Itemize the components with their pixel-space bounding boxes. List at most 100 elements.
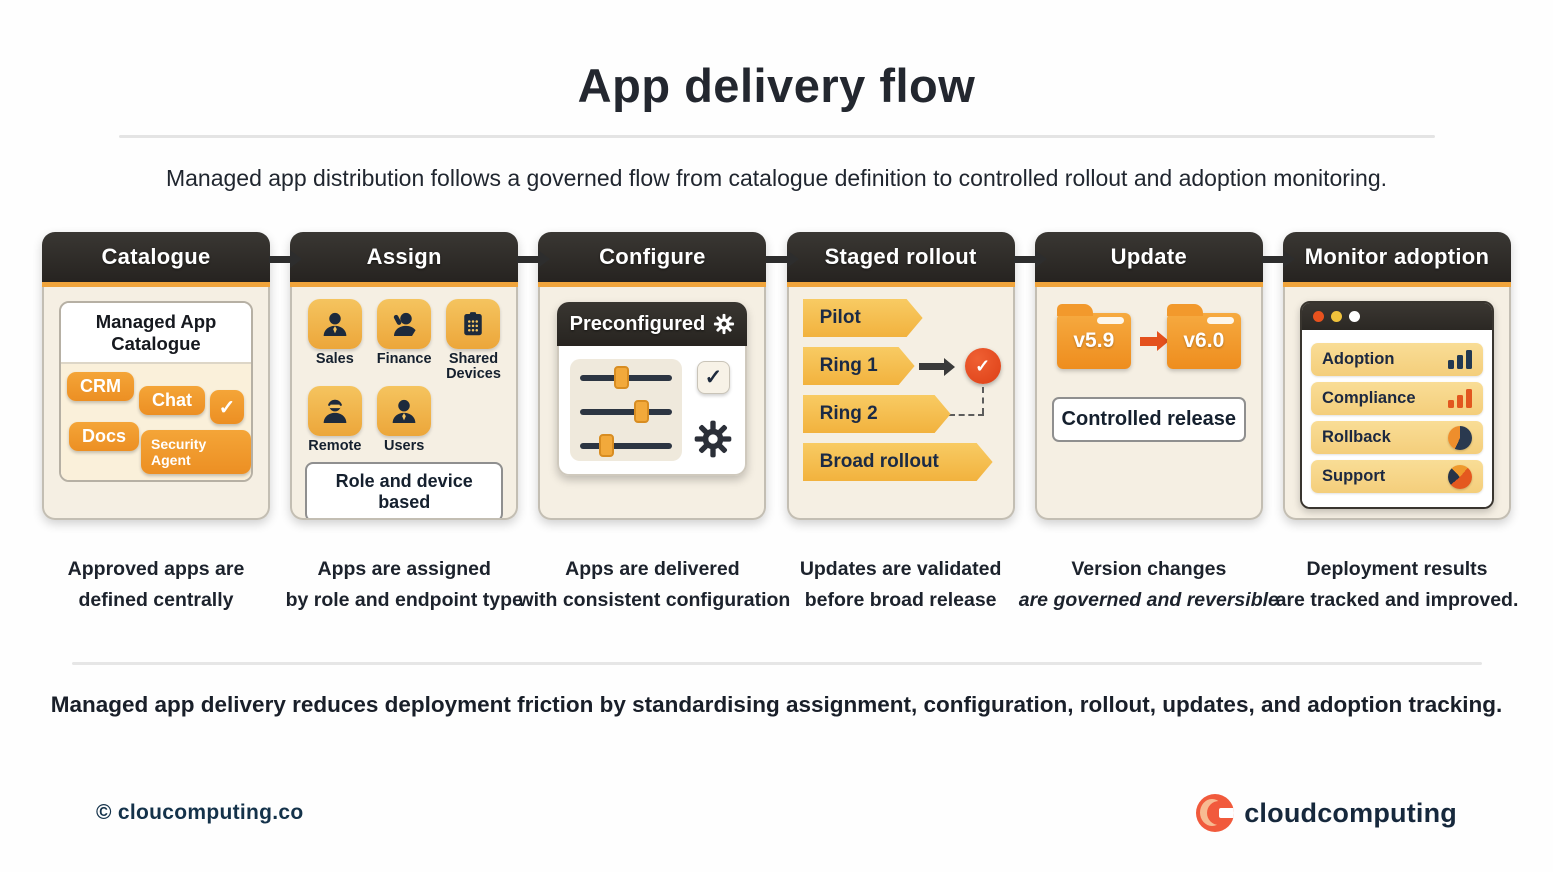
check-icon: ✓ [210, 390, 244, 424]
accent-strip [1283, 282, 1512, 287]
assign-card-body: Sales Finance Shared Devic [290, 287, 519, 520]
device-grid-icon [464, 312, 483, 336]
persona-shared-devices: Shared Devices [439, 299, 508, 382]
accent-strip [786, 282, 1015, 287]
brand-name: cloudcomputing [1244, 797, 1457, 828]
version-old-label: v5.9 [1073, 329, 1115, 352]
monitor-adoption-card-body: Adoption Compliance Rollback [1283, 287, 1512, 520]
catalogue-card-body: Managed App Catalogue CRM Chat ✓ Docs Se… [42, 287, 270, 520]
upgrade-arrow-icon [1139, 330, 1169, 351]
version-new-label: v6.0 [1183, 329, 1225, 352]
gear-icon [714, 313, 735, 335]
step-assign: Assign Sales [286, 232, 523, 616]
slider-handle [613, 366, 629, 389]
step-update: Update v5.9 [1019, 232, 1279, 616]
configure-card: Configure Preconfigured [538, 232, 767, 520]
staged-rollout-card-title: Staged rollout [786, 232, 1015, 282]
configure-card-body: Preconfigured ✓ [538, 287, 767, 520]
slider-track [580, 366, 673, 389]
app-chip-chat: Chat [139, 386, 205, 415]
version-folder-old: v5.9 [1056, 304, 1131, 369]
controlled-release-banner: Controlled release [1051, 397, 1246, 442]
accent-strip [538, 282, 767, 287]
bar-chart-icon [1447, 350, 1473, 369]
update-card: Update v5.9 [1034, 232, 1263, 520]
gear-icon [695, 420, 732, 458]
monitor-adoption-card-title: Monitor adoption [1283, 232, 1512, 282]
staged-rollout-caption: Updates are validated before broad relea… [799, 558, 1002, 611]
window-dot-white [1349, 311, 1361, 322]
pie-chart-icon [1448, 425, 1473, 450]
person-headset-icon [323, 399, 347, 423]
persona-remote: Remote [300, 386, 369, 454]
app-chip-crm: CRM [67, 372, 134, 401]
dashboard-window: Adoption Compliance Rollback [1300, 301, 1495, 509]
slider-track [580, 434, 673, 457]
flow-arrow-icon [1261, 250, 1295, 268]
brand-lockup: cloudcomputing [1196, 794, 1457, 832]
preconfigured-title: Preconfigured [569, 312, 706, 335]
flow-arrow-icon [765, 250, 799, 268]
flow-row: Catalogue Managed App Catalogue CRM Chat… [0, 232, 1553, 616]
step-staged-rollout: Staged rollout Pilot Ring 1 ✓ Ring 2 Bro… [786, 232, 1015, 616]
assign-caption: Apps are assigned by role and endpoint t… [285, 558, 523, 611]
accent-strip [290, 282, 519, 287]
slider-handle [633, 400, 649, 423]
version-folder-new: v6.0 [1166, 304, 1241, 369]
copyright-text: © cloucomputing.co [96, 801, 304, 824]
app-chip-docs: Docs [69, 422, 140, 451]
stage-ring1: Ring 1 [803, 347, 915, 385]
window-dot-yellow [1331, 311, 1343, 322]
folder-slot [1096, 317, 1124, 324]
checkbox-icon: ✓ [696, 361, 730, 394]
stage-broad-rollout: Broad rollout [803, 443, 993, 481]
monitor-adoption-caption: Deployment results are tracked and impro… [1275, 558, 1519, 611]
bottom-divider [71, 662, 1482, 665]
staged-rollout-card-body: Pilot Ring 1 ✓ Ring 2 Broad rollout [786, 287, 1015, 520]
title-divider [118, 135, 1435, 138]
catalogue-caption: Approved apps are defined centrally [67, 558, 245, 611]
catalogue-card: Catalogue Managed App Catalogue CRM Chat… [42, 232, 270, 520]
catalogue-card-title: Catalogue [42, 232, 270, 282]
staged-rollout-card: Staged rollout Pilot Ring 1 ✓ Ring 2 Bro… [786, 232, 1015, 520]
slider-handle [598, 434, 614, 457]
pie-chart-icon [1448, 464, 1473, 489]
slider-track [580, 400, 673, 423]
person-icon [323, 312, 347, 336]
preconfigured-panel: Preconfigured ✓ [557, 302, 748, 476]
settings-sliders [570, 359, 683, 461]
window-dot-red [1313, 311, 1325, 322]
brand-logo-icon [1196, 794, 1235, 832]
persona-users: Users [370, 386, 439, 454]
stage-ring2: Ring 2 [803, 395, 951, 433]
persona-grid: Sales Finance Shared Devic [292, 287, 516, 458]
metric-row-adoption: Adoption [1311, 343, 1484, 376]
metric-row-rollback: Rollback [1311, 421, 1484, 454]
validated-check-icon: ✓ [964, 348, 1001, 384]
person-phone-icon [393, 312, 416, 336]
catalogue-chip-area: CRM Chat ✓ Docs Security Agent [61, 364, 251, 480]
dashed-connector [981, 387, 984, 414]
flow-arrow-icon [517, 250, 551, 268]
configure-caption: Apps are delivered with consistent confi… [518, 558, 791, 611]
metric-row-support: Support [1311, 460, 1484, 493]
person-icon [392, 399, 416, 423]
managed-app-catalogue-panel: Managed App Catalogue CRM Chat ✓ Docs Se… [59, 301, 253, 482]
flow-arrow-icon [269, 250, 303, 268]
summary-text: Managed app delivery reduces deployment … [50, 692, 1503, 717]
persona-sales: Sales [300, 299, 369, 382]
footer: © cloucomputing.co cloudcomputing [0, 794, 1553, 832]
step-monitor-adoption: Monitor adoption Adoption [1276, 232, 1518, 616]
folder-slot [1206, 317, 1234, 324]
folder-tab [1056, 304, 1093, 316]
step-catalogue: Catalogue Managed App Catalogue CRM Chat… [42, 232, 270, 616]
accent-strip [42, 282, 270, 287]
assign-card: Assign Sales [290, 232, 519, 520]
persona-finance: Finance [370, 299, 439, 382]
step-configure: Configure Preconfigured [518, 232, 790, 616]
configure-card-title: Configure [538, 232, 767, 282]
page-title: App delivery flow [577, 59, 976, 112]
flow-arrow-icon [1013, 250, 1047, 268]
update-card-title: Update [1034, 232, 1263, 282]
